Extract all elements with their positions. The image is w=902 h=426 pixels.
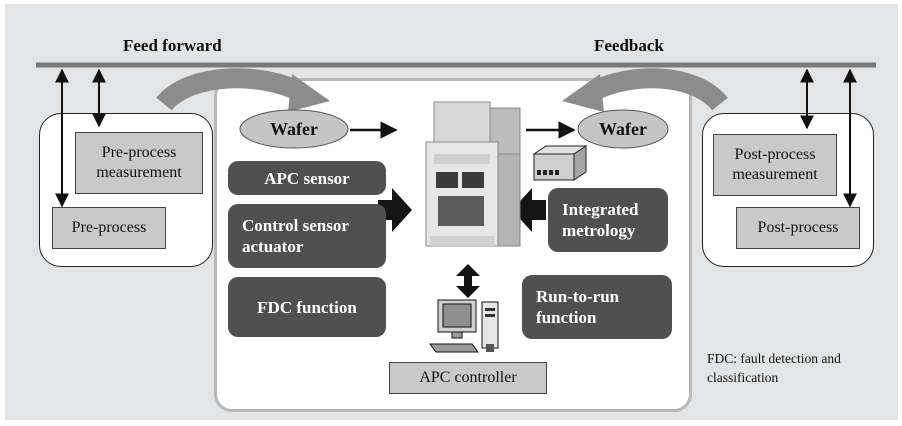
pre-process-box: Pre-process <box>52 207 166 249</box>
control-sensor-actuator-box: Control sensor actuator <box>228 204 386 268</box>
post-process-measurement-box: Post-process measurement <box>713 134 837 196</box>
sensor-input-block-arrow <box>378 188 412 232</box>
computer-icon <box>429 299 499 353</box>
post-process-box: Post-process <box>736 207 860 249</box>
wafer-output-ellipse <box>577 109 669 149</box>
fdc-function-box: FDC function <box>228 277 386 337</box>
pre-process-measurement-box: Pre-process measurement <box>75 132 203 194</box>
feed-forward-arrowhead <box>288 74 330 112</box>
metrology-device-icon <box>532 145 588 181</box>
feedback-arrowhead <box>562 74 604 112</box>
fdc-footnote: FDC: fault detection and classification <box>707 351 841 385</box>
wafer-output-label: Wafer <box>599 119 647 139</box>
run-to-run-function-box: Run-to-run function <box>522 275 672 339</box>
apc-controller-box: APC controller <box>389 362 547 394</box>
equipment-tool-icon <box>425 101 521 247</box>
apc-sensor-box: APC sensor <box>228 161 386 195</box>
feedback-curved-arrow <box>587 68 728 111</box>
controller-link-arrow <box>456 264 480 298</box>
feed-forward-curved-arrow <box>156 68 305 111</box>
integrated-metrology-box: Integrated metrology <box>548 188 668 252</box>
wafer-input-label: Wafer <box>270 119 318 139</box>
metrology-input-block-arrow <box>512 188 546 232</box>
feed-forward-label: Feed forward <box>123 36 222 55</box>
feedback-label: Feedback <box>594 36 664 55</box>
wafer-input-ellipse <box>239 109 349 149</box>
